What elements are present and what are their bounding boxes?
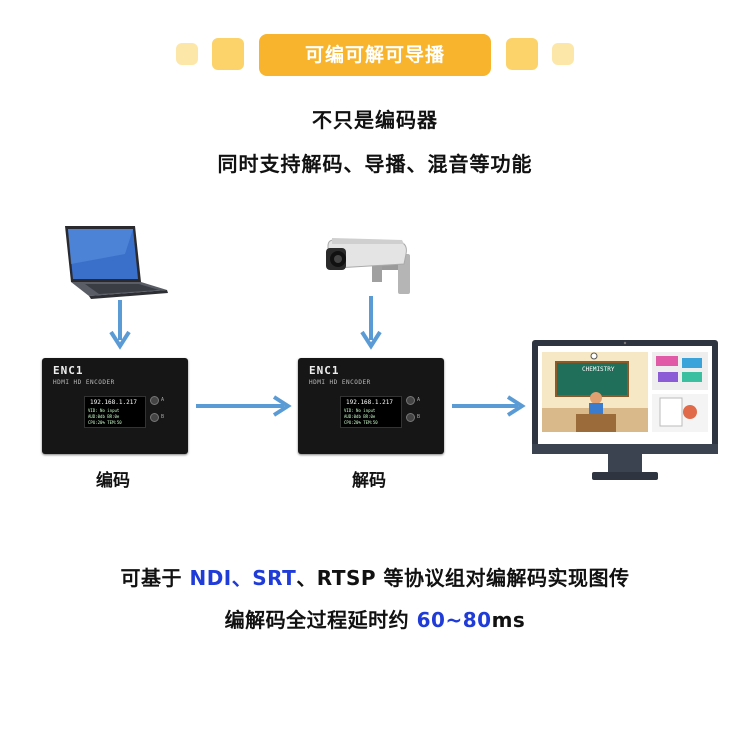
latency-value: 60~80	[416, 608, 492, 632]
line1-rest: 、RTSP 等协议组对编解码实现图传	[296, 566, 630, 590]
decor-square-1	[176, 43, 198, 65]
decoder-device: ENC1 HDMI HD ENCODER 192.168.1.217 VID: …	[298, 358, 444, 454]
decor-square-4	[552, 43, 574, 65]
device-button-a[interactable]	[150, 396, 159, 405]
device-button-b[interactable]	[406, 413, 415, 422]
separator: 、	[231, 566, 253, 590]
arrow-down-1	[109, 300, 131, 350]
line2-prefix: 编解码全过程延时约	[224, 608, 417, 632]
encoder-label: 编码	[96, 471, 130, 491]
status-line: AUD:0db BR:0e	[88, 414, 120, 419]
encoder-device: ENC1 HDMI HD ENCODER 192.168.1.217 VID: …	[42, 358, 188, 454]
latency-unit: ms	[491, 608, 526, 632]
banner-title: 可编可解可导播	[259, 34, 491, 76]
button-label: B	[161, 414, 165, 420]
device-screen: 192.168.1.217 VID: No input AUD:0db BR:0…	[340, 396, 402, 428]
decoder-label: 解码	[352, 471, 386, 491]
heading-line-1: 不只是编码器	[312, 108, 438, 132]
device-name: ENC1	[309, 364, 340, 377]
device-model: HDMI HD ENCODER	[309, 379, 371, 386]
button-label: A	[417, 397, 421, 403]
arrow-right-2	[452, 395, 526, 417]
device-ip: 192.168.1.217	[346, 399, 393, 406]
line1-prefix: 可基于	[120, 566, 190, 590]
device-name: ENC1	[53, 364, 84, 377]
bottom-line-2: 编解码全过程延时约 60~80ms	[0, 604, 750, 633]
arrow-down-2	[360, 296, 382, 350]
board-text: CHEMISTRY	[582, 366, 615, 373]
device-screen: 192.168.1.217 VID: No input AUD:0db BR:0…	[84, 396, 146, 428]
status-line: CPU:20% TEM:50	[344, 420, 378, 425]
button-label: B	[417, 414, 421, 420]
button-label: A	[161, 397, 165, 403]
arrow-right-1	[196, 395, 292, 417]
bottom-line-1: 可基于 NDI、SRT、RTSP 等协议组对编解码实现图传	[0, 562, 750, 591]
laptop-icon	[65, 226, 168, 299]
ndi-text: NDI	[189, 566, 232, 590]
monitor-icon	[532, 340, 718, 480]
device-ip: 192.168.1.217	[90, 399, 137, 406]
status-line: VID: No input	[344, 408, 376, 413]
device-button-a[interactable]	[406, 396, 415, 405]
decor-square-3	[506, 38, 538, 70]
device-model: HDMI HD ENCODER	[53, 379, 115, 386]
srt-text: SRT	[252, 566, 297, 590]
heading-line-2: 同时支持解码、导播、混音等功能	[217, 152, 533, 176]
device-button-b[interactable]	[150, 413, 159, 422]
status-line: CPU:20% TEM:50	[88, 420, 122, 425]
camera-icon	[326, 238, 410, 294]
status-line: AUD:0db BR:0e	[344, 414, 376, 419]
decor-square-2	[212, 38, 244, 70]
status-line: VID: No input	[88, 408, 120, 413]
